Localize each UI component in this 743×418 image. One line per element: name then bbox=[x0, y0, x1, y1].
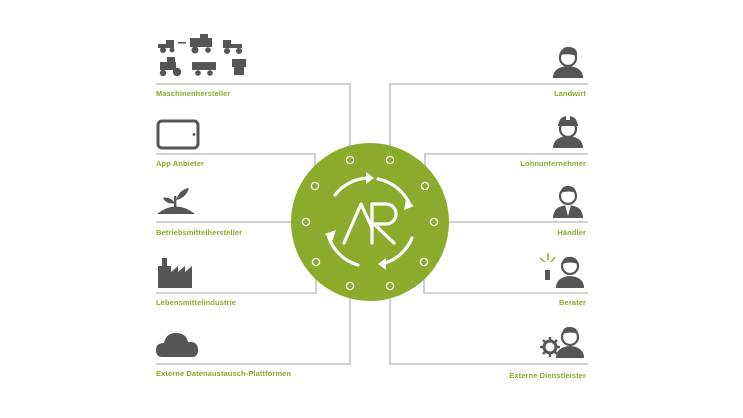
hub-dot-right-1 bbox=[385, 155, 395, 165]
tablet-icon bbox=[156, 119, 200, 150]
label-haendler: Händler bbox=[557, 228, 586, 237]
connector-left-1 bbox=[156, 83, 351, 158]
central-hub bbox=[291, 143, 449, 301]
dealer-suit-icon bbox=[553, 185, 583, 218]
label-berater: Berater bbox=[559, 298, 586, 307]
label-externe-dienstleister: Externe Dienstleister bbox=[509, 371, 586, 380]
label-landwirt: Landwirt bbox=[553, 89, 586, 98]
label-lebensmittelindustrie: Lebensmittelindustrie bbox=[156, 298, 237, 307]
label-betriebsmittelhersteller: Betriebsmittelhersteller bbox=[156, 228, 243, 237]
cloud-icon bbox=[156, 333, 198, 357]
connector-lines bbox=[156, 83, 588, 365]
contractor-helmet-icon bbox=[553, 116, 583, 148]
hub-dot-right-4 bbox=[419, 257, 429, 267]
label-app-anbieter: App Anbieter bbox=[156, 159, 205, 168]
hub-dot-left-2 bbox=[310, 181, 320, 191]
hub-connection-dots bbox=[301, 155, 439, 291]
connector-right-5 bbox=[389, 286, 588, 365]
factory-icon bbox=[158, 258, 192, 288]
connector-left-5 bbox=[156, 286, 351, 365]
label-lohnunternehmer: Lohnunternehmer bbox=[520, 159, 586, 168]
hub-dot-left-1 bbox=[345, 155, 355, 165]
seedling-icon bbox=[157, 188, 195, 214]
farm-machinery-icon bbox=[158, 34, 246, 77]
hub-dot-right-3 bbox=[429, 217, 439, 227]
hub-dot-left-4 bbox=[311, 257, 321, 267]
hub-dot-left-5 bbox=[345, 281, 355, 291]
ar-cycle-logo bbox=[325, 172, 414, 270]
hub-dot-right-2 bbox=[420, 181, 430, 191]
hub-dot-left-3 bbox=[301, 217, 311, 227]
label-externe-datenaustausch-plattformen: Externe Datenaustausch-Plattformen bbox=[156, 369, 292, 378]
hub-dot-right-5 bbox=[385, 281, 395, 291]
farmer-icon bbox=[553, 46, 583, 78]
label-maschinenhersteller: Maschinenhersteller bbox=[156, 89, 231, 98]
service-gear-icon bbox=[540, 326, 584, 358]
connector-right-1 bbox=[389, 83, 588, 158]
advisor-icon bbox=[539, 253, 584, 288]
